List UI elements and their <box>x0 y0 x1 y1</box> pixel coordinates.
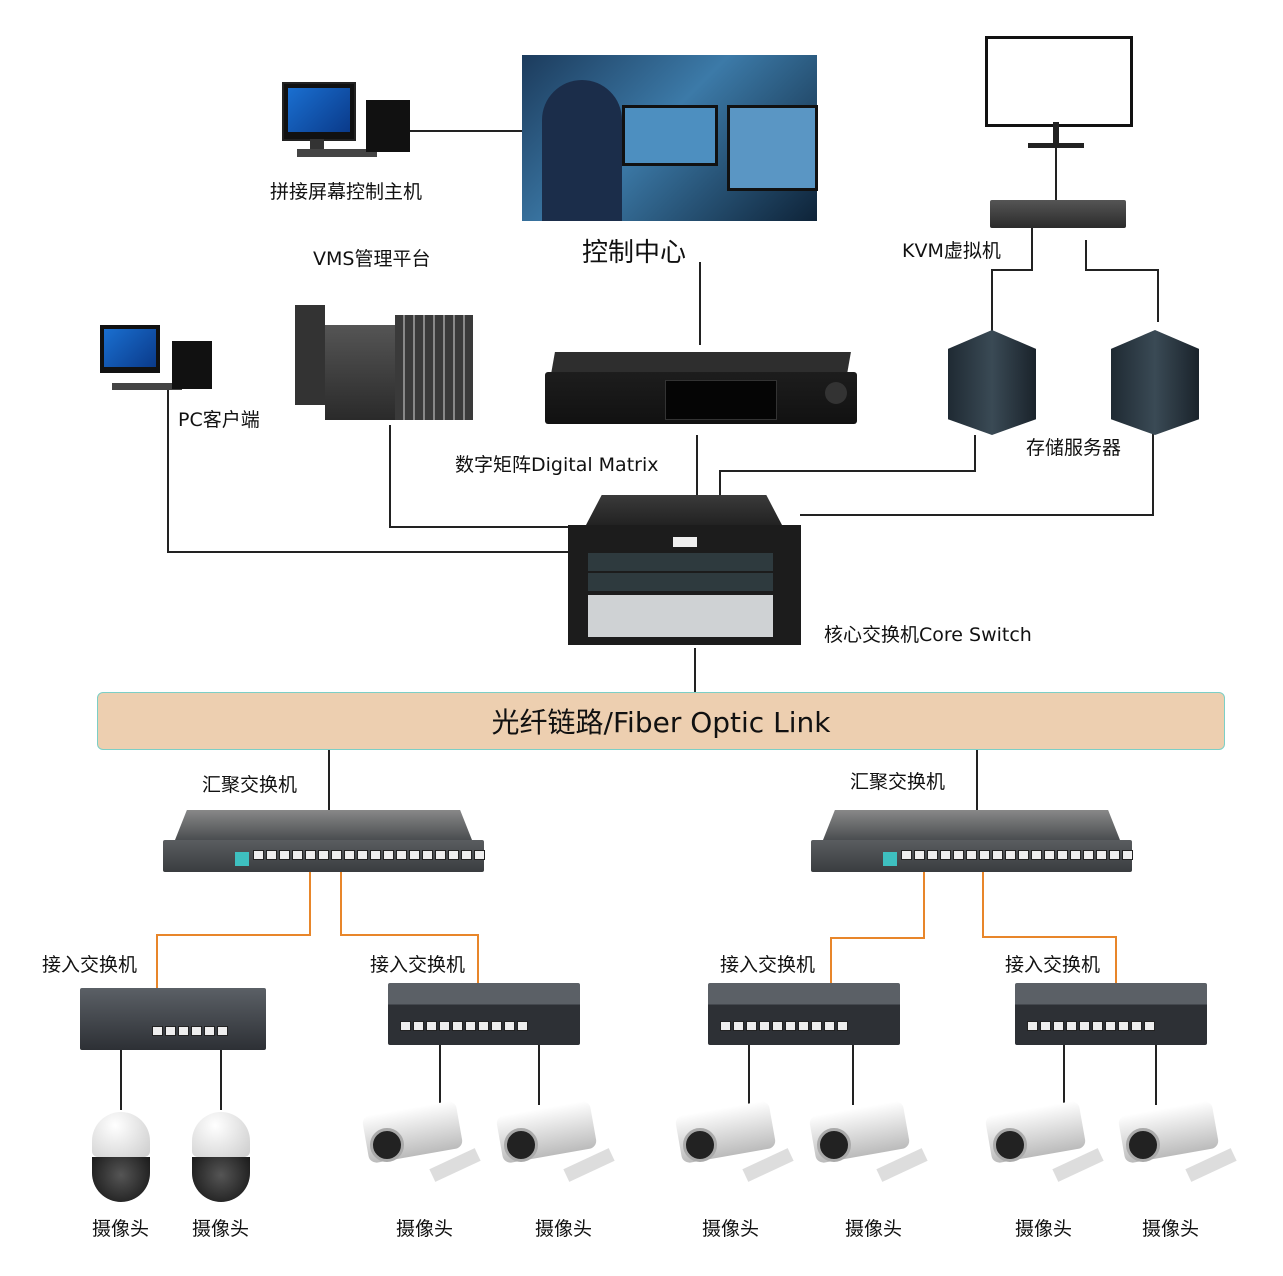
kvm-monitor <box>985 36 1133 127</box>
line-kvm-storage1 <box>991 228 1033 332</box>
dome-camera-2 <box>192 1112 250 1202</box>
vms-server-rack <box>295 295 473 425</box>
fiber-link-label: 光纤链路/Fiber Optic Link <box>491 706 831 739</box>
vms-label: VMS管理平台 <box>313 248 431 270</box>
pc-client-label: PC客户端 <box>178 409 260 431</box>
access-switch-4 <box>1015 983 1207 1045</box>
access-switch-2 <box>388 983 580 1045</box>
digital-matrix-label: 数字矩阵Digital Matrix <box>455 454 659 476</box>
camera-label-4: 摄像头 <box>535 1218 593 1240</box>
storage-label: 存储服务器 <box>1026 437 1122 459</box>
control-center-photo <box>522 55 818 221</box>
access-label-4: 接入交换机 <box>1005 954 1101 976</box>
storage-server-2 <box>1111 330 1199 435</box>
camera-label-6: 摄像头 <box>845 1218 903 1240</box>
kvm-label: KVM虚拟机 <box>902 240 1001 262</box>
core-switch-label: 核心交换机Core Switch <box>824 624 1032 646</box>
digital-matrix-device <box>545 352 857 432</box>
access-switch-3 <box>708 983 900 1045</box>
camera-label-1: 摄像头 <box>92 1218 150 1240</box>
camera-label-8: 摄像头 <box>1142 1218 1200 1240</box>
access-label-2: 接入交换机 <box>370 954 466 976</box>
splice-host-label: 拼接屏幕控制主机 <box>270 181 423 203</box>
storage-server-1 <box>948 330 1036 435</box>
bullet-camera-4 <box>802 1100 930 1193</box>
camera-label-3: 摄像头 <box>396 1218 454 1240</box>
line-storage2-core <box>800 430 1154 516</box>
kvm-device <box>990 200 1126 228</box>
access-label-1: 接入交换机 <box>42 954 138 976</box>
monitor-stand <box>1053 122 1059 144</box>
camera-label-5: 摄像头 <box>702 1218 760 1240</box>
camera-label-7: 摄像头 <box>1015 1218 1073 1240</box>
aggregation-switch-right <box>811 810 1133 872</box>
access-lines <box>156 872 1117 990</box>
dome-camera-1 <box>92 1112 150 1202</box>
line-vms-core <box>389 425 568 528</box>
monitor-base <box>1028 143 1084 148</box>
pc-client-computer <box>100 325 212 395</box>
access-switch-1 <box>80 988 266 1050</box>
bullet-camera-6 <box>1111 1100 1239 1193</box>
core-switch-chassis <box>568 495 801 645</box>
splice-host-computer <box>282 82 412 162</box>
fiber-optic-link-bar: 光纤链路/Fiber Optic Link <box>97 692 1225 750</box>
bullet-camera-1 <box>355 1100 483 1193</box>
line-pc-core <box>167 390 568 553</box>
bullet-camera-3 <box>668 1100 796 1193</box>
aggregation-left-label: 汇聚交换机 <box>202 774 298 796</box>
aggregation-switch-left <box>163 810 485 872</box>
bullet-camera-5 <box>978 1100 1106 1193</box>
line-kvm-storage2 <box>1085 240 1159 322</box>
control-center-label: 控制中心 <box>582 238 687 268</box>
access-label-3: 接入交换机 <box>720 954 816 976</box>
camera-label-2: 摄像头 <box>192 1218 250 1240</box>
line-storage1-core <box>719 435 976 495</box>
aggregation-right-label: 汇聚交换机 <box>850 771 946 793</box>
bullet-camera-2 <box>489 1100 617 1193</box>
